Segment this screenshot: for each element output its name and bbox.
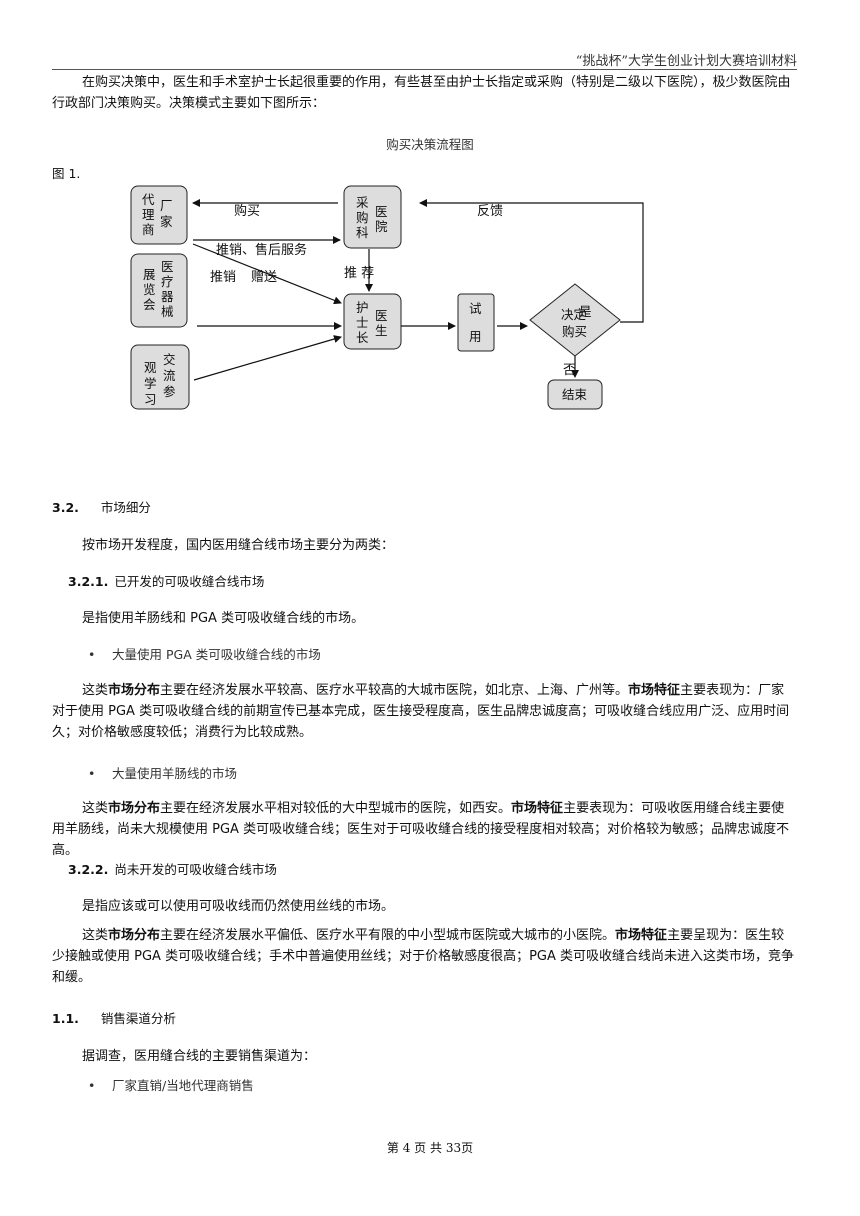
page-total: 33: [445, 1141, 462, 1155]
node-visit-b: 流: [163, 368, 176, 383]
subsection-title: 已开发的可吸收缝合线市场: [114, 574, 265, 589]
node-visit-c: 参: [163, 384, 176, 399]
procurement-box: [343, 185, 402, 249]
trial-box: [457, 293, 495, 352]
nurse-box: [343, 293, 402, 350]
node-nurse-d: 医: [375, 308, 388, 323]
expo-box: [130, 253, 188, 328]
node-proc-e: 院: [375, 219, 388, 234]
node-agent-a: 厂: [160, 198, 173, 213]
section-heading-3-2: 3.2. 市场细分: [52, 497, 151, 516]
node-visit-a: 交: [163, 352, 176, 367]
node-expo-g: 会: [143, 297, 156, 312]
subsection-number: 3.2.1.: [68, 574, 109, 589]
node-visit-f: 习: [144, 392, 157, 407]
line-feedback-loop: [419, 199, 644, 323]
section-title: 销售渠道分析: [100, 1011, 176, 1026]
bullet-text: 厂家直销/当地代理商销售: [112, 1078, 254, 1093]
subsection-definition: 是指应该或可以使用可吸收线而仍然使用丝线的市场。: [82, 899, 395, 914]
node-trial-a: 试: [469, 301, 482, 316]
bullet-item: • 厂家直销/当地代理商销售: [88, 1075, 254, 1094]
end-box: [547, 379, 603, 410]
bullet-dot: •: [88, 647, 96, 662]
bullet-item: • 大量使用 PGA 类可吸收缝合线的市场: [88, 644, 321, 663]
edge-label-gift: 赠送: [251, 270, 277, 285]
node-expo-a: 医: [161, 259, 174, 274]
section-lead: 按市场开发程度，国内医用缝合线市场主要分为两类：: [82, 538, 395, 553]
node-proc-c: 科: [356, 225, 369, 240]
document-header: “挑战杯”大学生创业计划大赛培训材料: [575, 54, 797, 69]
node-agent-d: 理: [142, 207, 155, 222]
node-nurse-b: 士: [356, 315, 369, 330]
node-nurse-a: 护: [356, 300, 369, 315]
bullet-dot: •: [88, 766, 96, 781]
edge-label-feedback: 反馈: [477, 204, 503, 219]
node-decision-c: 购买: [562, 324, 587, 339]
intro-paragraph: 在购买决策中，医生和手术室护士长起很重要的作用，有些甚至由护士长指定或采购（特别…: [52, 75, 791, 111]
node-end: 结束: [562, 387, 588, 402]
bullet-dot: •: [88, 1078, 96, 1093]
edge-label-recommend: 推 荐: [344, 266, 374, 281]
node-proc-b: 购: [356, 210, 369, 225]
node-decision-a: 决定: [561, 307, 586, 322]
node-agent-b: 家: [160, 214, 173, 229]
agent-box: [130, 185, 188, 245]
edge-label-promo: 推销: [210, 270, 236, 285]
bullet-item: • 大量使用羊肠线的市场: [88, 763, 237, 782]
market-paragraph-undeveloped: 这类市场分布主要在经济发展水平偏低、医疗水平有限的中小型城市医院或大城市的小医院…: [52, 928, 795, 985]
subsection-title: 尚未开发的可吸收缝合线市场: [114, 862, 277, 877]
section-number: 1.1.: [52, 1011, 79, 1026]
section-lead: 据调查，医用缝合线的主要销售渠道为：: [82, 1049, 317, 1064]
subsection-heading-3-2-2: 3.2.2. 尚未开发的可吸收缝合线市场: [68, 859, 277, 878]
figure-label: 图 1.: [52, 166, 81, 181]
node-expo-f: 览: [143, 282, 156, 297]
node-trial-b: 用: [469, 329, 482, 344]
edge-label-promo-service: 推销、售后服务: [216, 242, 307, 258]
bullet-text: 大量使用 PGA 类可吸收缝合线的市场: [112, 647, 321, 662]
subsection-definition: 是指使用羊肠线和 PGA 类可吸收缝合线的市场。: [82, 611, 365, 626]
bullet-text: 大量使用羊肠线的市场: [112, 766, 238, 781]
market-paragraph-pga: 这类市场分布主要在经济发展水平较高、医疗水平较高的大城市医院，如北京、上海、广州…: [52, 683, 790, 740]
visit-box: [130, 344, 190, 410]
node-expo-c: 器: [161, 289, 174, 304]
node-proc-a: 采: [356, 195, 369, 210]
node-decision-b: 是: [579, 304, 592, 319]
section-number: 3.2.: [52, 500, 79, 515]
header-divider: [52, 69, 797, 70]
market-paragraph-catgut: 这类市场分布主要在经济发展水平相对较低的大中型城市的医院，如西安。市场特征主要表…: [52, 801, 790, 858]
page-footer: 第 4 页 共 33页: [386, 1141, 474, 1155]
node-nurse-e: 生: [375, 323, 388, 338]
node-nurse-c: 长: [356, 330, 369, 345]
node-visit-e: 学: [144, 376, 157, 391]
subsection-heading-3-2-1: 3.2.1. 已开发的可吸收缝合线市场: [68, 571, 264, 590]
arrow-agent-to-nurse: [192, 243, 342, 305]
edge-label-no: 否: [563, 363, 576, 378]
section-title: 市场细分: [100, 500, 151, 515]
node-expo-e: 展: [143, 267, 156, 282]
node-expo-b: 疗: [161, 274, 174, 289]
node-agent-e: 商: [142, 222, 155, 237]
node-expo-d: 械: [161, 304, 174, 319]
purchase-decision-flowchart: 厂 家 代 理 商 医 疗 器 械 展 览 会 交 流 参 观 学 习 采 购 …: [130, 185, 644, 410]
subsection-number: 3.2.2.: [68, 862, 109, 877]
node-visit-d: 观: [144, 360, 157, 375]
edge-label-buy: 购买: [234, 203, 260, 219]
figure-title: 购买决策流程图: [386, 137, 474, 152]
arrow-visit-to-nurse: [193, 335, 342, 381]
section-heading-1-1: 1.1. 销售渠道分析: [52, 1008, 176, 1027]
page-number: 4: [402, 1141, 411, 1155]
node-proc-d: 医: [375, 204, 388, 219]
node-agent-c: 代: [142, 192, 155, 207]
